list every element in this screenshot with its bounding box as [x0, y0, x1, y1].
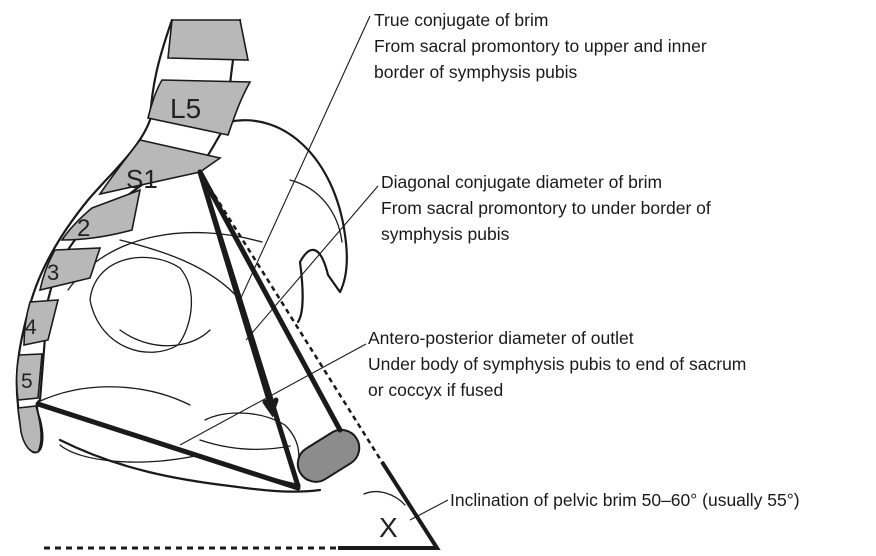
obturator-foramen: [90, 257, 191, 352]
label-true-conjugate: True conjugate of brim From sacral promo…: [374, 10, 707, 82]
vertebra-s2: [62, 190, 140, 240]
label-true-conjugate-line-2: From sacral promontory to upper and inne…: [374, 36, 707, 56]
label-diagonal-conjugate-line-2: From sacral promontory to under border o…: [381, 198, 711, 218]
ischial-tuberosity-outline: [38, 387, 190, 405]
obturator-lower-curve: [120, 330, 210, 346]
vertebra-label-s3: 3: [47, 260, 59, 285]
inclination-angle-symbol: X: [379, 512, 398, 543]
label-true-conjugate-line-3: border of symphysis pubis: [374, 62, 578, 82]
label-ap-outlet-line-3: or coccyx if fused: [368, 380, 503, 400]
iliac-crest-inner-line: [290, 180, 342, 242]
brim-plane-line: [200, 172, 272, 410]
label-inclination: Inclination of pelvic brim 50–60° (usual…: [450, 490, 800, 510]
vertebra-label-l5: L5: [170, 93, 201, 124]
lumbar-vertebrae: [17, 20, 250, 452]
vertebra-l4: [168, 20, 248, 60]
label-inclination-line-1: Inclination of pelvic brim 50–60° (usual…: [450, 490, 800, 510]
leader-diagonal-conjugate: [246, 186, 378, 340]
pubic-lower-curve: [200, 440, 290, 449]
vertebra-label-s5: 5: [21, 370, 33, 393]
vertebra-label-s2: 2: [77, 215, 90, 242]
vertebra-label-s4: 4: [25, 316, 37, 339]
inlet-plane-dotted-line: [200, 172, 382, 462]
label-ap-outlet-line-2: Under body of symphysis pubis to end of …: [368, 354, 746, 374]
label-diagonal-conjugate: Diagonal conjugate diameter of brim From…: [381, 172, 711, 244]
label-diagonal-conjugate-line-3: symphysis pubis: [381, 224, 510, 244]
coccyx: [18, 406, 41, 452]
leader-true-conjugate: [240, 16, 370, 300]
symphysis-pubis: [291, 423, 366, 489]
inclination-angle-arc: [364, 492, 405, 505]
leader-inclination: [410, 500, 448, 520]
label-diagonal-conjugate-line-1: Diagonal conjugate diameter of brim: [381, 172, 662, 192]
vertebra-label-s1: S1: [126, 164, 158, 194]
label-ap-outlet: Antero-posterior diameter of outlet Unde…: [368, 328, 746, 400]
label-true-conjugate-line-1: True conjugate of brim: [374, 10, 548, 30]
label-ap-outlet-line-1: Antero-posterior diameter of outlet: [368, 328, 634, 348]
